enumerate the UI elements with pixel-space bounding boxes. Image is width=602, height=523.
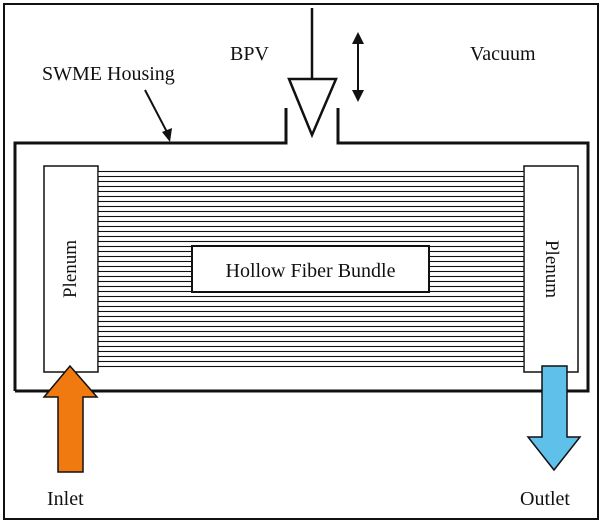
housing-label: SWME Housing: [42, 63, 175, 85]
inlet-label: Inlet: [47, 488, 84, 510]
triangle-valve-icon: [287, 77, 338, 139]
hollow-fiber: [97, 220, 525, 228]
hollow-fiber: [97, 320, 525, 328]
hollow-fiber: [97, 230, 525, 238]
hollow-fiber: [97, 190, 525, 198]
outlet-label: Outlet: [520, 488, 570, 510]
plenum-left-box: [43, 165, 99, 373]
hollow-fiber: [97, 310, 525, 318]
hollow-fiber: [97, 360, 525, 368]
arrow-down-icon: [526, 365, 582, 472]
hollow-fiber: [97, 180, 525, 188]
hollow-fiber: [97, 340, 525, 348]
bundle-label: Hollow Fiber Bundle: [226, 260, 396, 282]
plenum-right-label: Plenum: [541, 240, 562, 298]
bpv-label: BPV: [230, 43, 269, 65]
hollow-fiber: [97, 330, 525, 338]
vacuum-label: Vacuum: [470, 43, 536, 65]
housing-pointer-arrow: [144, 89, 172, 142]
hollow-fiber: [97, 200, 525, 208]
hollow-fiber: [97, 350, 525, 358]
hollow-fiber: [97, 300, 525, 308]
bundle-label-box: [191, 245, 430, 293]
page-frame: [3, 3, 599, 520]
arrow-up-icon: [42, 364, 99, 473]
hollow-fiber: [97, 170, 525, 178]
double-arrow-vertical-icon: [352, 32, 364, 102]
hollow-fiber: [97, 210, 525, 218]
housing-outline: [13, 108, 590, 393]
plenum-left-label: Plenum: [60, 240, 81, 298]
